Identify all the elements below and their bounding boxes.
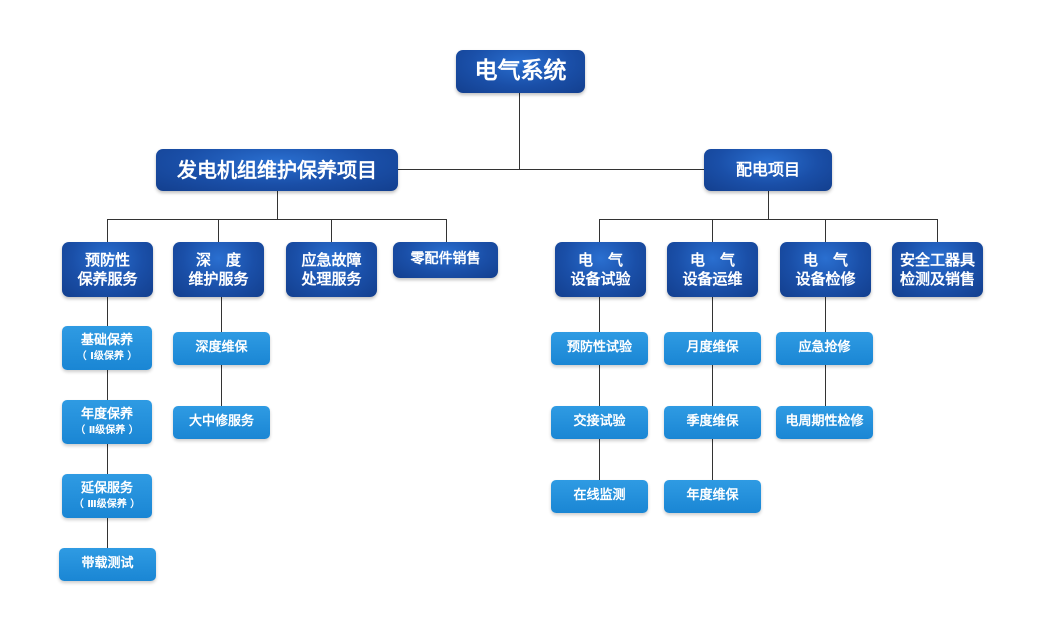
ops-item-quarterly: 季度维保	[664, 406, 761, 439]
connector-distribution-horizontal	[599, 219, 938, 220]
preventive-line1: 预防性	[84, 250, 130, 269]
item-label: 应急抢修	[798, 340, 851, 356]
ops-line2: 设备运维	[682, 269, 743, 288]
distribution-branch-label: 配电项目	[735, 160, 800, 179]
connector-deep-drop	[218, 219, 219, 242]
item-label: 年度保养	[80, 406, 133, 422]
deep-line1: 深 度	[195, 250, 241, 269]
repair-line1: 电 气	[802, 250, 848, 269]
preventive-line2: 保养服务	[77, 269, 138, 288]
item-label: 在线监测	[573, 488, 626, 504]
item-label: 带载测试	[81, 556, 134, 572]
deep-item-maintenance: 深度维保	[173, 332, 270, 365]
connector-generator-horizontal	[107, 219, 447, 220]
test-line1: 电 气	[577, 250, 623, 269]
item-sublabel: （ Ⅱ级保养 ）	[75, 424, 139, 436]
item-label: 预防性试验	[566, 340, 632, 356]
parts-sales-node: 零配件销售	[393, 242, 498, 278]
connector-generator-down	[277, 191, 278, 220]
emergency-line1: 应急故障	[301, 250, 362, 269]
deep-maintenance-node: 深 度 维护服务	[173, 242, 264, 297]
item-label: 交接试验	[573, 414, 626, 430]
preventive-item-load-test: 带载测试	[59, 548, 156, 581]
electrical-test-node: 电 气 设备试验	[555, 242, 646, 297]
generator-branch-label: 发电机组维护保养项目	[177, 157, 377, 182]
safety-tools-node: 安全工器具 检测及销售	[892, 242, 983, 297]
connector-test-drop	[599, 219, 600, 242]
item-label: 电周期性检修	[785, 414, 864, 430]
connector-ops-column	[712, 297, 713, 482]
electrical-repair-node: 电 气 设备检修	[780, 242, 871, 297]
preventive-item-annual: 年度保养 （ Ⅱ级保养 ）	[62, 400, 152, 444]
item-label: 深度维保	[195, 340, 248, 356]
deep-item-overhaul: 大中修服务	[173, 406, 270, 439]
test-item-online: 在线监测	[551, 480, 648, 513]
item-label: 月度维保	[686, 340, 739, 356]
electrical-ops-node: 电 气 设备运维	[667, 242, 758, 297]
item-sublabel: （ Ⅲ级保养 ）	[73, 498, 141, 510]
preventive-item-basic: 基础保养 （ Ⅰ级保养 ）	[62, 326, 152, 370]
preventive-item-extended: 延保服务 （ Ⅲ级保养 ）	[62, 474, 152, 518]
repair-item-emergency: 应急抢修	[776, 332, 873, 365]
test-item-preventive: 预防性试验	[551, 332, 648, 365]
connector-parts-drop	[446, 219, 447, 242]
preventive-maintenance-node: 预防性 保养服务	[62, 242, 153, 297]
connector-test-column	[599, 297, 600, 482]
emergency-service-node: 应急故障 处理服务	[286, 242, 377, 297]
connector-distribution-down	[768, 191, 769, 220]
test-item-handover: 交接试验	[551, 406, 648, 439]
connector-preventive-drop	[107, 219, 108, 242]
distribution-branch-node: 配电项目	[704, 149, 832, 191]
deep-line2: 维护服务	[188, 269, 249, 288]
item-label: 年度维保	[686, 488, 739, 504]
item-sublabel: （ Ⅰ级保养 ）	[76, 350, 138, 362]
parts-sales-label: 零配件销售	[410, 251, 481, 268]
item-label: 季度维保	[686, 414, 739, 430]
emergency-line2: 处理服务	[301, 269, 362, 288]
ops-item-annual: 年度维保	[664, 480, 761, 513]
connector-root-down	[519, 92, 520, 170]
connector-ops-drop	[712, 219, 713, 242]
connector-emergency-drop	[331, 219, 332, 242]
repair-line2: 设备检修	[795, 269, 856, 288]
safety-line1: 安全工器具	[899, 250, 975, 269]
item-label: 延保服务	[80, 480, 133, 496]
repair-item-periodic: 电周期性检修	[776, 406, 873, 439]
generator-branch-node: 发电机组维护保养项目	[156, 149, 398, 191]
connector-repair-drop	[825, 219, 826, 242]
ops-line1: 电 气	[689, 250, 735, 269]
safety-line2: 检测及销售	[899, 269, 975, 288]
root-label: 电气系统	[474, 58, 567, 85]
item-label: 基础保养	[80, 332, 133, 348]
test-line2: 设备试验	[570, 269, 631, 288]
connector-safety-drop	[937, 219, 938, 242]
connector-branch-horizontal	[398, 169, 704, 170]
root-node: 电气系统	[456, 50, 585, 93]
ops-item-monthly: 月度维保	[664, 332, 761, 365]
item-label: 大中修服务	[188, 414, 254, 430]
